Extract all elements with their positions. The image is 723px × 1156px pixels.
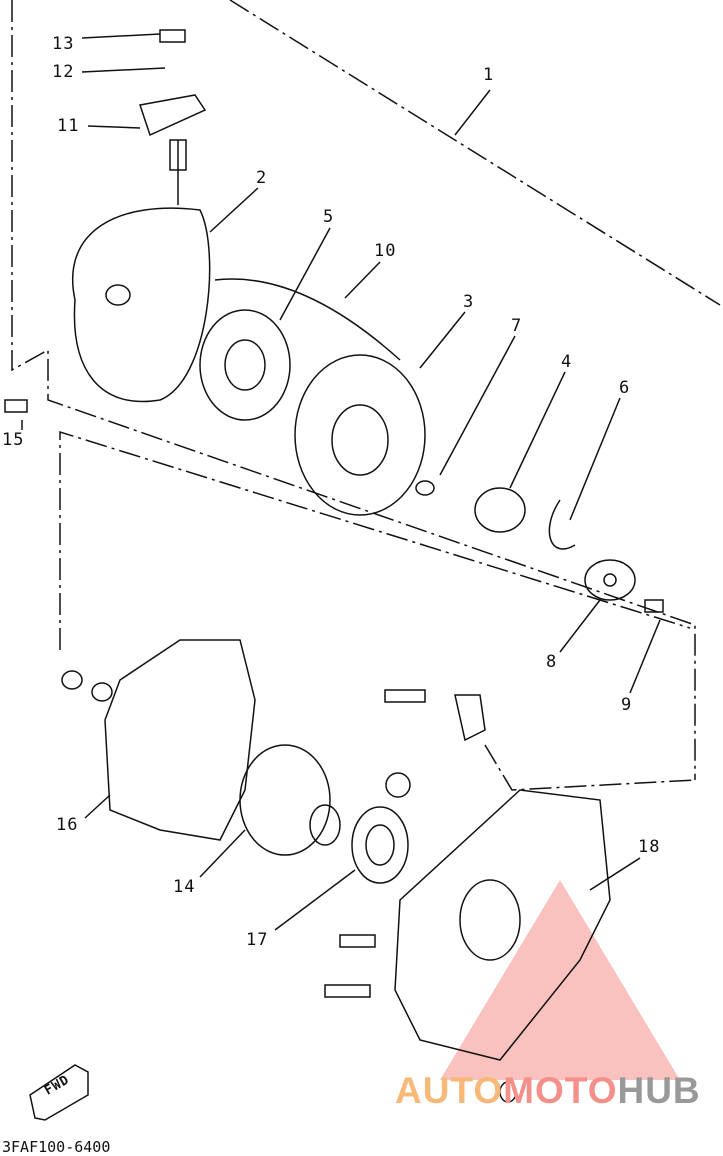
starter-pulley <box>239 744 331 856</box>
diagram-code: 3FAF100-6400 <box>2 1138 111 1156</box>
callout-11: 11 <box>57 116 80 136</box>
callout-8: 8 <box>546 652 558 672</box>
plate <box>584 559 636 601</box>
callout-4: 4 <box>561 352 573 372</box>
gasket <box>104 639 256 841</box>
callout-16: 16 <box>56 815 79 835</box>
callout-14: 14 <box>173 877 196 897</box>
starter-case <box>72 207 211 403</box>
bolt-15 <box>4 399 28 413</box>
oil-seal <box>351 806 409 884</box>
handle-cap <box>159 29 186 43</box>
callout-9: 9 <box>621 695 633 715</box>
starter-handle <box>139 94 207 205</box>
watermark: AUTOMOTOHUB <box>395 1070 701 1112</box>
drive-pawl <box>474 487 526 533</box>
rope <box>214 278 401 361</box>
callout-18: 18 <box>638 837 661 857</box>
assembly-boundary-lower <box>59 430 691 650</box>
watermark-hub: HUB <box>617 1070 701 1111</box>
spiral-spring <box>199 309 291 421</box>
assembly-boundary-upper <box>11 0 696 780</box>
clip-spring <box>548 499 576 550</box>
nut <box>61 670 83 690</box>
watermark-triangle <box>440 880 680 1080</box>
assembly-boundary-top <box>229 0 721 306</box>
callout-2: 2 <box>256 168 268 188</box>
sheave-drum <box>294 354 426 516</box>
callout-10: 10 <box>374 241 397 261</box>
callout-1: 1 <box>483 65 495 85</box>
callout-17: 17 <box>246 930 269 950</box>
bolt-9 <box>644 599 664 613</box>
callout-6: 6 <box>619 378 631 398</box>
watermark-moto: MOTO <box>503 1070 618 1111</box>
callout-15: 15 <box>2 430 25 450</box>
callout-12: 12 <box>52 62 75 82</box>
callout-5: 5 <box>323 207 335 227</box>
cover <box>394 789 611 1061</box>
callout-7: 7 <box>511 316 523 336</box>
torsion-spring <box>415 480 435 496</box>
callout-13: 13 <box>52 34 75 54</box>
watermark-auto: AUTO <box>395 1070 504 1111</box>
fwd-arrow-icon <box>29 1064 89 1121</box>
callout-3: 3 <box>463 292 475 312</box>
